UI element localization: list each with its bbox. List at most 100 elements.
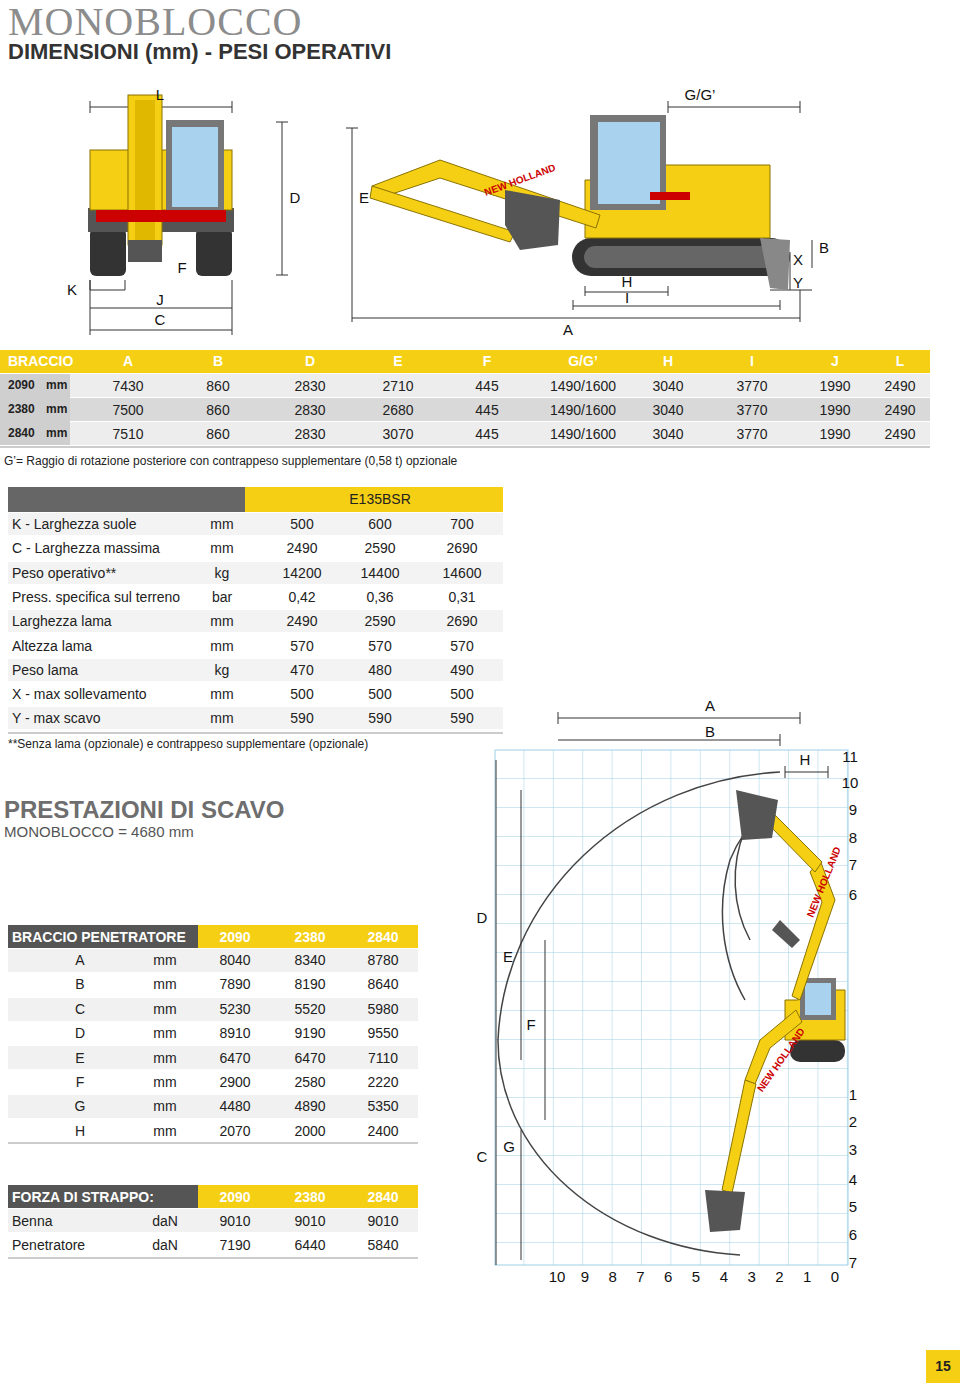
dimension-letter: J [156,291,164,308]
table-cell: 2900 [219,1074,250,1090]
table-cell: 8640 [367,976,398,992]
axis-number: 8 [608,1268,616,1285]
table-cell: 2830 [294,402,325,418]
row-unit: mm [153,1025,176,1041]
axis-number: 4 [720,1268,728,1285]
table-cell: 2690 [446,613,477,629]
table-cell: 445 [475,378,498,394]
table-cell: 0,42 [288,589,315,605]
table-cell: 500 [290,516,313,532]
table-cell: 3770 [736,378,767,394]
grid-marker: 8 [849,829,857,846]
table-cell: 2680 [382,402,413,418]
grid-marker: 9 [849,801,857,818]
dimension-letter: Y [793,274,803,291]
dimension-letter: A [563,321,573,338]
table-header: D [305,353,315,369]
table-cell: 3770 [736,426,767,442]
row-unit: mm [153,952,176,968]
grid-marker: 2 [849,1113,857,1130]
dimension-letter: B [819,239,829,256]
row-unit: mm [153,976,176,992]
table-cell: 9190 [294,1025,325,1041]
table-cell: 2590 [364,540,395,556]
grid-marker: 7 [849,1254,857,1271]
table-cell: 860 [206,402,229,418]
table-cell: 8780 [367,952,398,968]
table-cell: 2830 [294,426,325,442]
table-cell: 2830 [294,378,325,394]
dimension-letter: X [793,251,803,268]
table-cell: 1990 [819,378,850,394]
table-cell: 0,36 [366,589,393,605]
table-cell: 445 [475,402,498,418]
table-cell: 590 [368,710,391,726]
dimension-letter: E [359,189,369,206]
table-cell: 470 [290,662,313,678]
grid-marker: 11 [842,748,858,765]
table-cell: 4890 [294,1098,325,1114]
table-cell: 6440 [294,1237,325,1253]
subheading: MONOBLOCCO = 4680 mm [4,823,194,840]
row-unit: mm [46,427,67,441]
axis-number: 9 [581,1268,589,1285]
table-cell: 5520 [294,1001,325,1017]
table-cell: 2490 [884,378,915,394]
row-unit: daN [152,1237,178,1253]
row-unit: mm [210,686,233,702]
table-cell: 7110 [368,1050,398,1066]
table-cell: 500 [450,686,473,702]
table-cell: 5350 [367,1098,398,1114]
row-unit: kg [215,565,230,581]
table-cell: 3040 [652,426,683,442]
table-cell: 2490 [884,402,915,418]
grid-marker: 7 [849,856,857,873]
table-header: G/G’ [568,353,598,369]
dimension-letter: D [290,189,301,206]
table-cell: 570 [368,637,391,653]
page-title: MONOBLOCCO [8,0,302,45]
table-cell: 2490 [286,540,317,556]
row-unit: mm [153,1050,176,1066]
dimension-letter: K [67,281,77,298]
row-unit: mm [210,710,233,726]
axis-number: 2 [775,1268,783,1285]
table-header: FORZA DI STRAPPO: [12,1189,154,1205]
grid-marker: 3 [849,1141,857,1158]
table-cell: 1990 [819,402,850,418]
table-cell: 445 [475,426,498,442]
footnote: G’= Raggio di rotazione posteriore con c… [4,455,457,469]
table-header: F [483,353,492,369]
row-label: A [75,952,84,968]
table-header: 2380 [294,1189,325,1205]
row-label: Larghezza lama [12,613,112,629]
table-cell: 0,31 [448,589,475,605]
table-header: A [123,353,133,369]
table-cell: 3070 [382,426,413,442]
grid-marker: F [526,1016,535,1033]
table-cell: 5230 [219,1001,250,1017]
row-label: Press. specifica sul terreno [12,589,180,605]
grid-marker: E [503,948,513,965]
table-cell: 8190 [294,976,325,992]
dimension-letter: I [625,289,629,306]
row-label: E [75,1050,84,1066]
table-cell: 7430 [112,378,143,394]
table-cell: 7510 [112,426,143,442]
row-label: Penetratore [12,1237,85,1253]
grid-marker: 10 [842,774,859,791]
row-label: 2380 [8,403,35,417]
row-unit: bar [212,589,232,605]
table-cell: 8340 [294,952,325,968]
table-header: I [750,353,754,369]
dimension-letter: F [177,259,186,276]
table-cell: 8040 [219,952,250,968]
row-label: H [75,1123,85,1139]
grid-marker: 1 [849,1086,857,1103]
row-label: Peso operativo** [12,565,116,581]
row-label: F [76,1074,85,1090]
row-label: K - Larghezza suole [12,516,137,532]
axis-number: 6 [664,1268,672,1285]
table-cell: 2070 [219,1123,250,1139]
table-cell: 860 [206,378,229,394]
